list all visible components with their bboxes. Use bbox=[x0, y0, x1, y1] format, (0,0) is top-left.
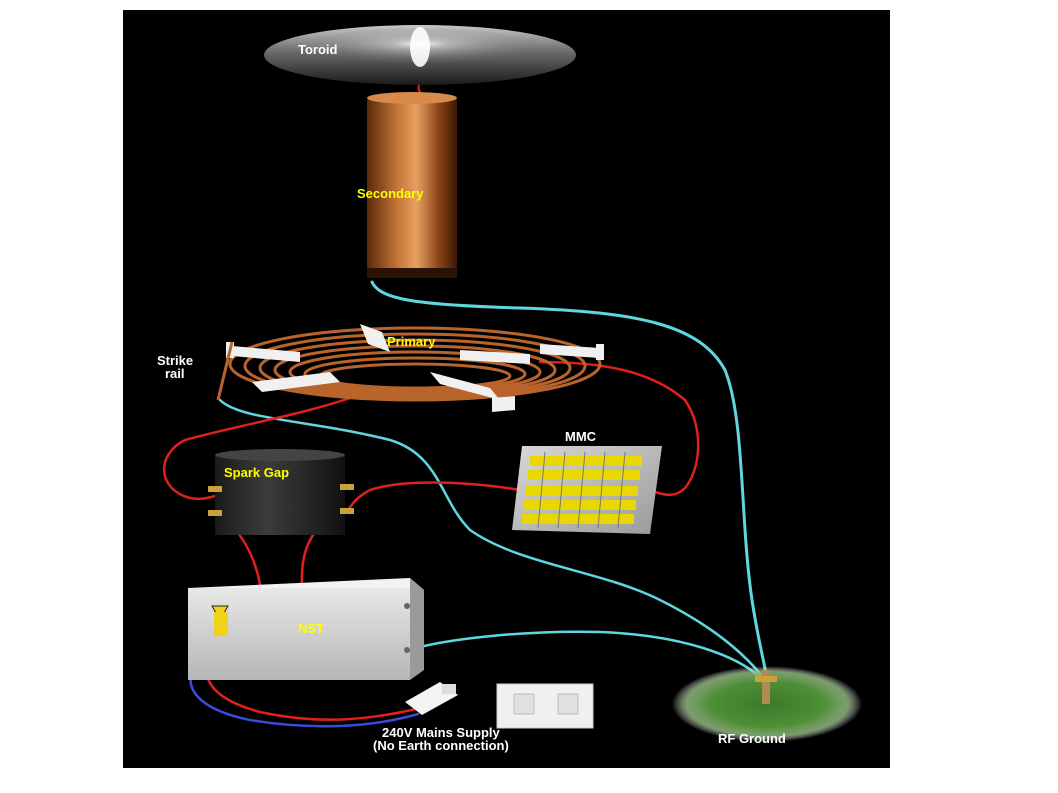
strike-rail-label-2: rail bbox=[165, 366, 185, 381]
rf-ground-label: RF Ground bbox=[718, 731, 786, 746]
primary-mmc-wire bbox=[538, 360, 700, 497]
primary-supports bbox=[226, 324, 604, 412]
mains-neutral-wire bbox=[189, 660, 420, 728]
toroid: Toroid bbox=[264, 25, 576, 85]
spark-gap: Spark Gap bbox=[208, 449, 354, 535]
secondary-ground-wire bbox=[370, 280, 769, 682]
mmc-sparkgap-wire bbox=[346, 481, 522, 512]
nst-label: NST bbox=[298, 621, 324, 636]
primary-label: Primary bbox=[387, 334, 436, 349]
mains-plug bbox=[405, 682, 458, 715]
mains-label-2: (No Earth connection) bbox=[373, 738, 509, 753]
strike-rail-label-1: Strike bbox=[157, 353, 193, 368]
spark-gap-label: Spark Gap bbox=[224, 465, 289, 480]
mains-label-1: 240V Mains Supply bbox=[382, 725, 501, 740]
secondary-label: Secondary bbox=[357, 186, 424, 201]
mains-socket bbox=[496, 683, 594, 729]
primary-sparkgap-wire bbox=[162, 396, 352, 501]
rf-ground: RF Ground bbox=[672, 666, 862, 746]
mmc-label: MMC bbox=[565, 429, 597, 444]
primary-coil bbox=[228, 326, 602, 402]
nst-transformer: NST bbox=[188, 578, 424, 680]
secondary-coil: Secondary bbox=[357, 92, 457, 278]
nst-ground-wire bbox=[408, 630, 767, 684]
mmc-capacitor-bank: MMC bbox=[512, 429, 662, 534]
mains-live-wire bbox=[205, 658, 422, 721]
strike-rail-ground-wire bbox=[218, 398, 767, 682]
toroid-label: Toroid bbox=[298, 42, 338, 57]
strike-rail bbox=[216, 341, 234, 401]
